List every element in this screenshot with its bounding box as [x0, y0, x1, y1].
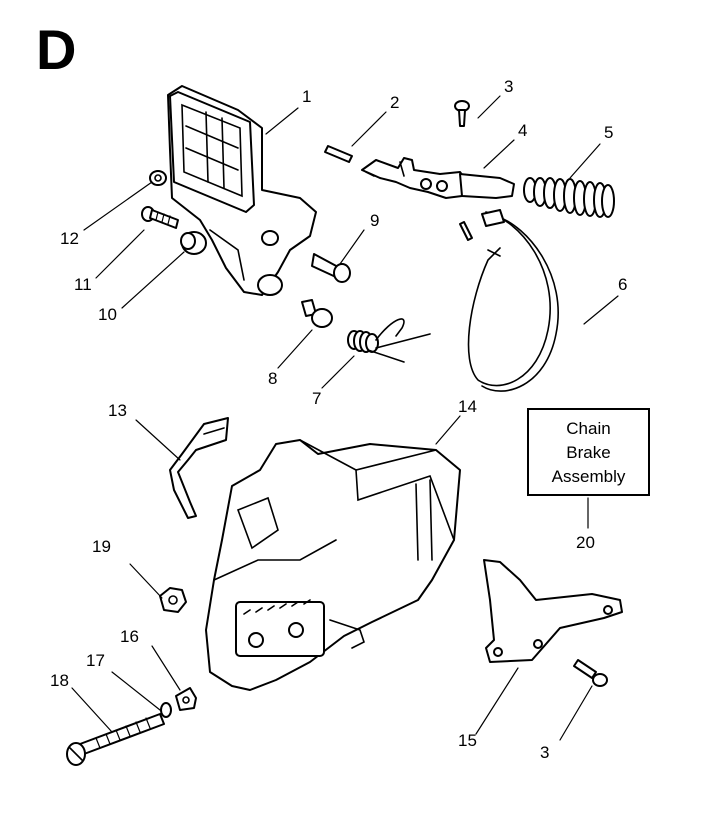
part-18-adjusting-screw — [66, 713, 165, 766]
part-15-bracket — [483, 559, 623, 663]
assembly-box-line-3: Assembly — [551, 467, 626, 486]
part-2-pin — [324, 145, 353, 163]
callout-12: 12 — [60, 229, 79, 248]
callout-4: 4 — [518, 121, 528, 140]
part-1-hand-guard — [167, 85, 317, 296]
callout-15: 15 — [458, 731, 477, 750]
part-9-pivot-pin — [311, 253, 351, 283]
part-12-washer — [149, 170, 167, 186]
part-3-screw-top — [454, 100, 470, 127]
part-19-nut — [159, 587, 187, 613]
section-letter: D — [36, 18, 77, 81]
callout-2: 2 — [390, 93, 400, 112]
callout-3-top: 3 — [504, 77, 514, 96]
part-7-torsion-spring — [347, 318, 431, 363]
callout-5: 5 — [604, 123, 614, 142]
part-3-screw-bottom — [573, 659, 608, 687]
callout-7: 7 — [312, 389, 322, 408]
callout-1: 1 — [302, 87, 312, 106]
callout-11: 11 — [74, 275, 92, 294]
callout-19: 19 — [92, 537, 111, 556]
callout-18: 18 — [50, 671, 69, 690]
callout-17: 17 — [86, 651, 105, 670]
assembly-box-line-2: Brake — [566, 443, 611, 462]
part-16-nut-plate — [175, 687, 197, 711]
callout-9: 9 — [370, 211, 380, 230]
part-11-screw — [141, 206, 179, 229]
chain-brake-assembly-box: Chain Brake Assembly — [527, 408, 650, 496]
leader-lines — [71, 95, 619, 741]
callout-14: 14 — [458, 397, 477, 416]
callout-6: 6 — [618, 275, 628, 294]
part-14-cover — [205, 439, 461, 691]
callout-10: 10 — [98, 305, 117, 324]
callout-13: 13 — [108, 401, 127, 420]
part-6-brake-band — [459, 209, 559, 392]
part-5-spring — [523, 177, 615, 218]
assembly-box-line-1: Chain — [566, 419, 611, 438]
part-10-bushing — [180, 231, 207, 255]
part-8-bolt — [301, 299, 333, 328]
callout-8: 8 — [268, 369, 278, 388]
callout-16: 16 — [120, 627, 139, 646]
callout-20: 20 — [576, 533, 595, 552]
part-13-clip — [169, 417, 229, 519]
part-4-brake-lever — [361, 157, 515, 199]
part-17-lock-washer — [160, 702, 172, 718]
callout-3-bottom: 3 — [540, 743, 550, 762]
